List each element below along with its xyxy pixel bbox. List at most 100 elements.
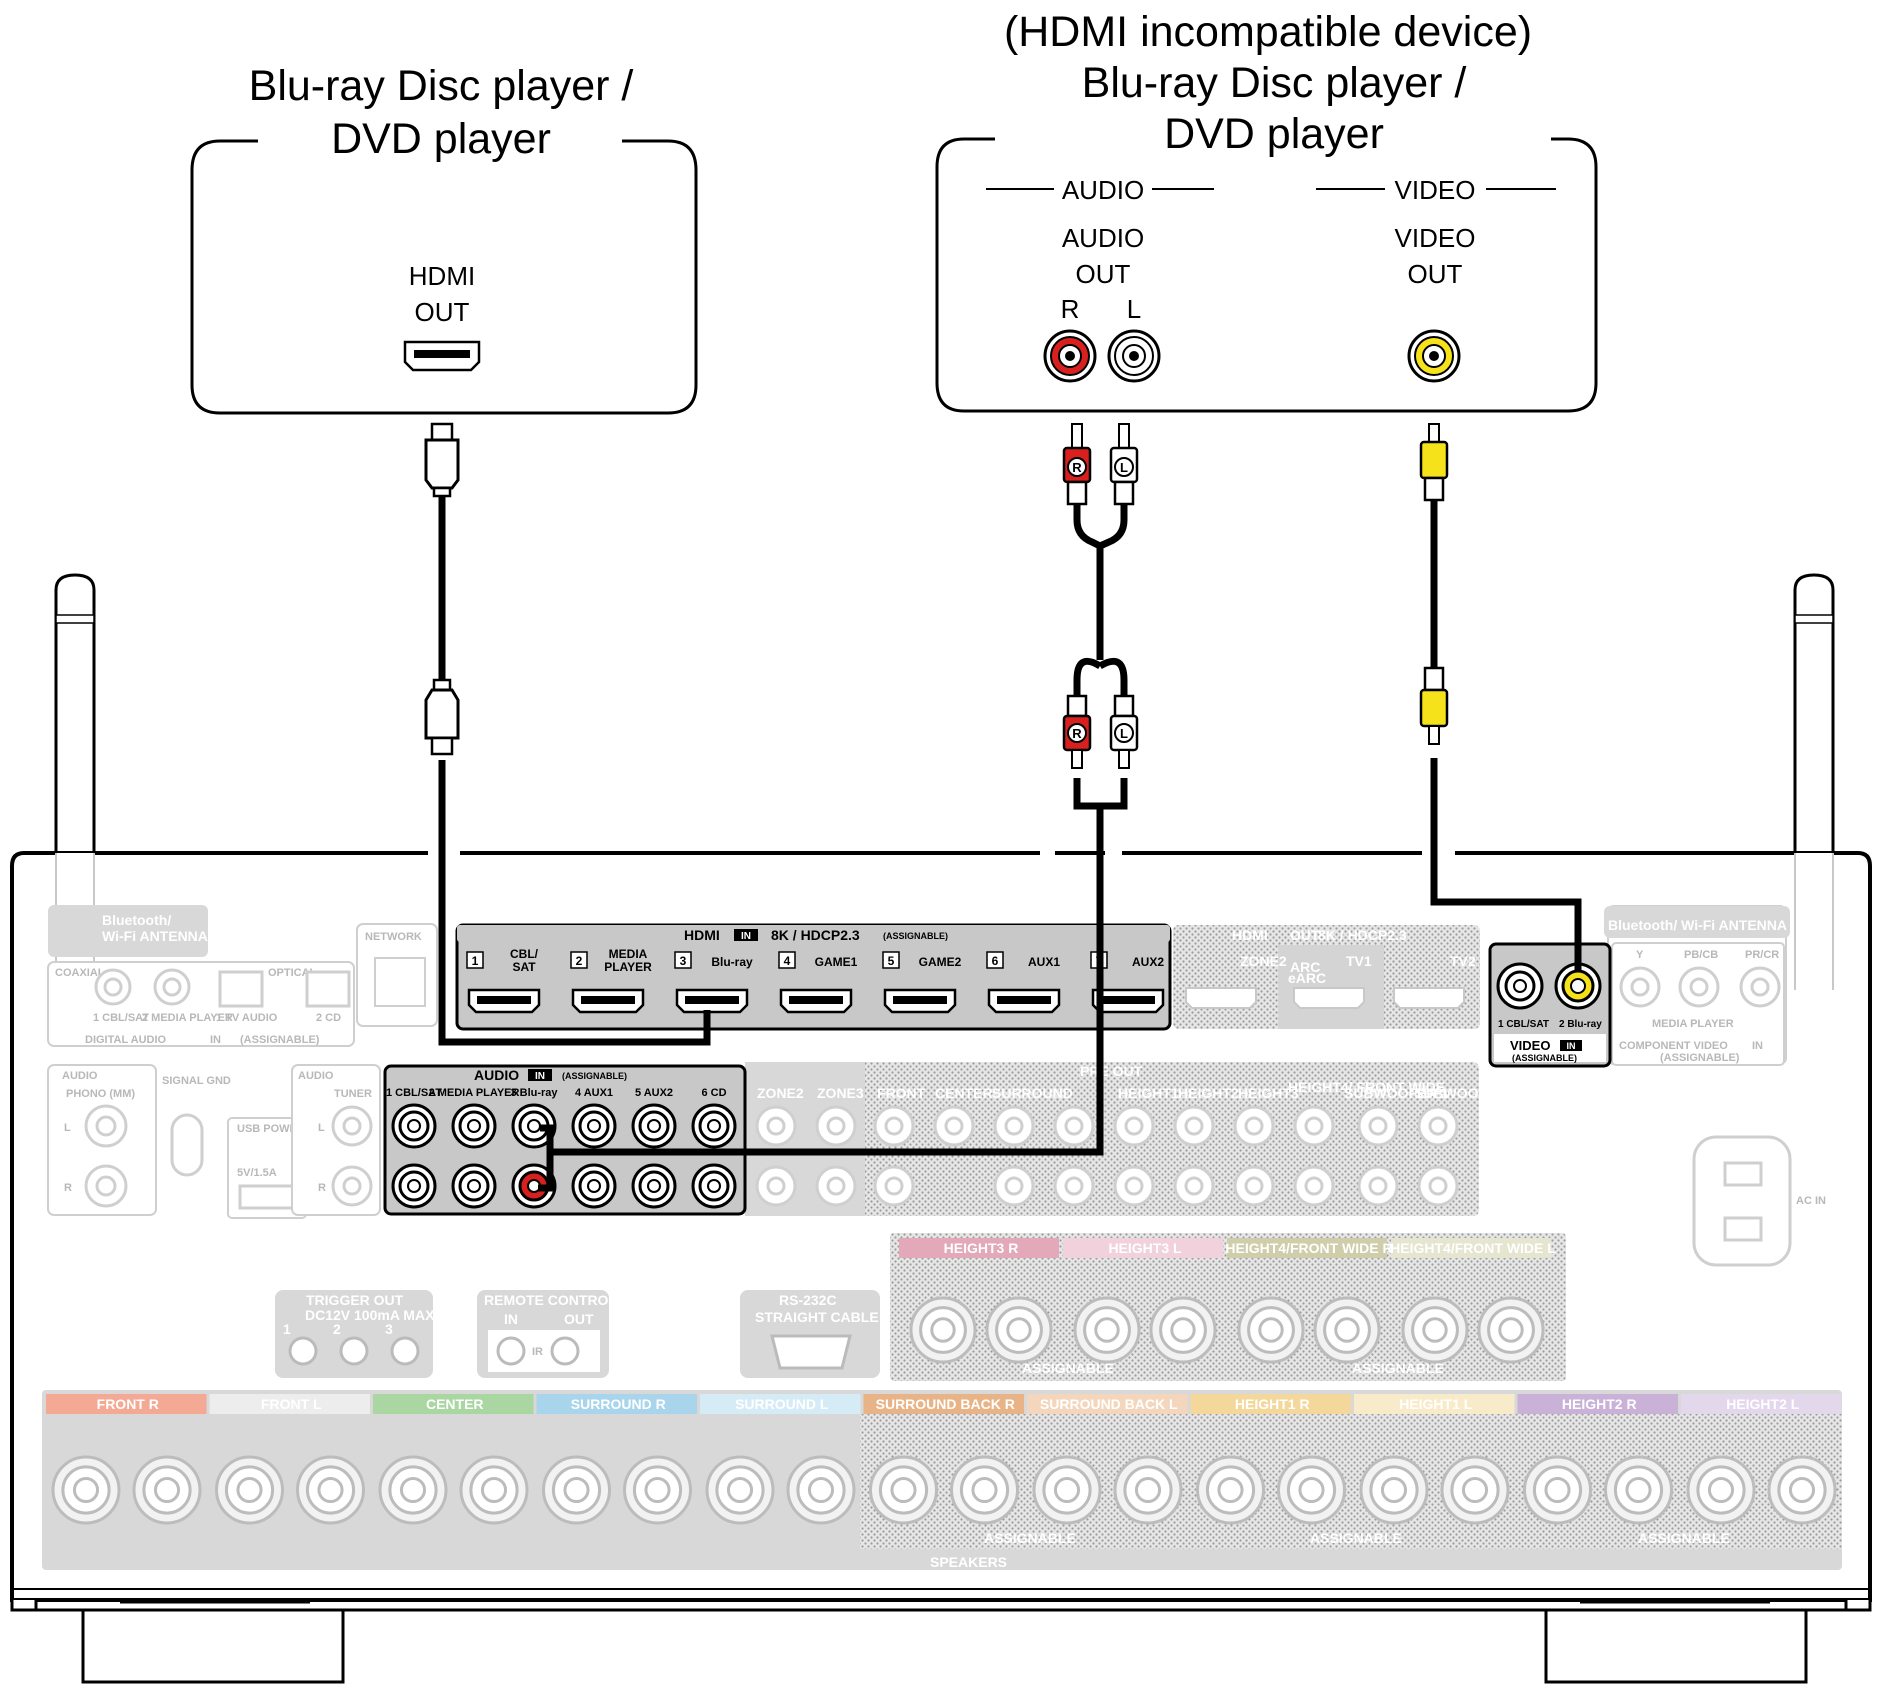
hdmi-out-zone2-port[interactable] [1185, 987, 1257, 1009]
speaker-binding-post[interactable] [215, 1455, 284, 1525]
video-out-jack[interactable] [1407, 329, 1461, 383]
pre-out-jack[interactable] [1293, 1105, 1335, 1147]
trigger-jack-3[interactable] [390, 1336, 420, 1366]
audio-in-l-jack[interactable] [391, 1103, 437, 1149]
speaker-binding-post[interactable] [1401, 1296, 1469, 1364]
trigger-jack-1[interactable] [288, 1336, 318, 1366]
pre-out-jack[interactable] [1417, 1165, 1459, 1207]
pre-out-jack[interactable] [873, 1105, 915, 1147]
phono-r-jack[interactable] [84, 1164, 128, 1208]
speaker-binding-post[interactable] [623, 1455, 692, 1525]
pre-out-jack[interactable] [1113, 1105, 1155, 1147]
audio-in-r-jack[interactable] [511, 1163, 557, 1209]
network-port-icon[interactable] [374, 957, 426, 1007]
pre-out-jack[interactable] [1053, 1105, 1095, 1147]
speaker-binding-post[interactable] [1477, 1296, 1545, 1364]
speaker-binding-post[interactable] [1032, 1455, 1102, 1525]
tuner-r-jack[interactable] [331, 1165, 373, 1207]
ac-inlet[interactable] [1692, 1135, 1792, 1267]
pre-out-jack[interactable] [873, 1165, 915, 1207]
speaker-binding-post[interactable] [909, 1296, 977, 1364]
audio-in-r-jack[interactable] [691, 1163, 737, 1209]
audio-in-r-jack[interactable] [451, 1163, 497, 1209]
speaker-binding-post[interactable] [985, 1296, 1053, 1364]
video-in-jack-cbl-sat[interactable] [1496, 962, 1544, 1010]
trigger-jack-2[interactable] [339, 1336, 369, 1366]
hdmi-out-tv1-port[interactable] [1293, 987, 1365, 1009]
pre-out-jack[interactable] [1053, 1165, 1095, 1207]
hdmi-out-tv2-port[interactable] [1393, 987, 1465, 1009]
pre-out-jack[interactable] [933, 1105, 975, 1147]
audio-in-l-jack[interactable] [691, 1103, 737, 1149]
speaker-binding-post[interactable] [705, 1455, 775, 1525]
pre-out-jack[interactable] [815, 1165, 857, 1207]
audio-in-l-jack[interactable] [571, 1103, 617, 1149]
pre-out-jack[interactable] [1357, 1105, 1399, 1147]
speaker-binding-post[interactable] [459, 1455, 529, 1525]
audio-in-r-jack[interactable] [391, 1163, 437, 1209]
speaker-binding-post[interactable] [786, 1455, 856, 1525]
speaker-binding-post[interactable] [378, 1455, 448, 1525]
usb-port[interactable] [238, 1184, 298, 1210]
pre-out-jack[interactable] [1357, 1165, 1399, 1207]
audio-in-l-jack[interactable] [511, 1103, 557, 1149]
hdmi-out-port-icon[interactable] [403, 340, 481, 372]
pre-out-jack[interactable] [993, 1165, 1035, 1207]
speaker-binding-post[interactable] [296, 1455, 365, 1525]
pre-out-jack[interactable] [1113, 1165, 1155, 1207]
pre-out-jack[interactable] [1233, 1105, 1275, 1147]
speaker-binding-post[interactable] [1196, 1455, 1265, 1525]
speaker-binding-post[interactable] [1113, 1455, 1183, 1525]
optical-jack-2[interactable] [305, 970, 351, 1008]
component-pb-jack[interactable] [1678, 966, 1720, 1008]
coaxial-jack-2[interactable] [153, 968, 191, 1006]
pre-out-jack[interactable] [755, 1165, 797, 1207]
phono-l-jack[interactable] [84, 1104, 128, 1148]
speaker-binding-post[interactable] [1686, 1455, 1756, 1525]
audio-in-r-jack[interactable] [631, 1163, 677, 1209]
speaker-binding-post[interactable] [950, 1455, 1019, 1525]
optical-jack-1[interactable] [218, 970, 264, 1008]
pre-out-jack[interactable] [815, 1105, 857, 1147]
audio-in-l-jack[interactable] [631, 1103, 677, 1149]
speaker-binding-post[interactable] [1440, 1455, 1510, 1525]
speaker-binding-post[interactable] [1604, 1455, 1673, 1525]
pre-out-jack[interactable] [1417, 1105, 1459, 1147]
speaker-binding-post[interactable] [1237, 1296, 1305, 1364]
audio-in-l-jack[interactable] [451, 1103, 497, 1149]
speaker-binding-post[interactable] [1523, 1455, 1592, 1525]
component-pr-jack[interactable] [1739, 966, 1781, 1008]
remote-in-jack[interactable] [496, 1336, 526, 1366]
pre-out-jack[interactable] [993, 1105, 1035, 1147]
speaker-binding-post[interactable] [132, 1455, 202, 1525]
coaxial-jack-1[interactable] [94, 968, 132, 1006]
speaker-binding-post[interactable] [1149, 1296, 1217, 1364]
audio-out-l-jack[interactable] [1107, 329, 1161, 383]
rs232c-port[interactable] [770, 1334, 852, 1370]
pre-out-jack[interactable] [1173, 1165, 1215, 1207]
video-in-jack-blu-ray[interactable] [1554, 962, 1602, 1010]
audio-out-r-jack[interactable] [1043, 329, 1097, 383]
remote-out-jack[interactable] [550, 1336, 580, 1366]
speaker-binding-post[interactable] [51, 1455, 121, 1525]
speaker-binding-post[interactable] [1359, 1455, 1429, 1525]
speaker-binding-post[interactable] [1073, 1296, 1141, 1364]
pre-out-jack[interactable] [1173, 1105, 1215, 1147]
pre-out-jack[interactable] [755, 1105, 797, 1147]
speaker-binding-post[interactable] [542, 1455, 611, 1525]
pre-out-jack[interactable] [1233, 1165, 1275, 1207]
signal-gnd-terminal[interactable] [170, 1113, 204, 1177]
tuner-l-jack[interactable] [331, 1105, 373, 1147]
speaker-binding-post[interactable] [1313, 1296, 1381, 1364]
speaker-binding-post[interactable] [869, 1455, 938, 1525]
component-y-jack[interactable] [1619, 966, 1661, 1008]
speaker-binding-post[interactable] [1767, 1455, 1837, 1525]
speaker-binding-post[interactable] [1277, 1455, 1346, 1525]
pre-out-jack[interactable] [1293, 1165, 1335, 1207]
